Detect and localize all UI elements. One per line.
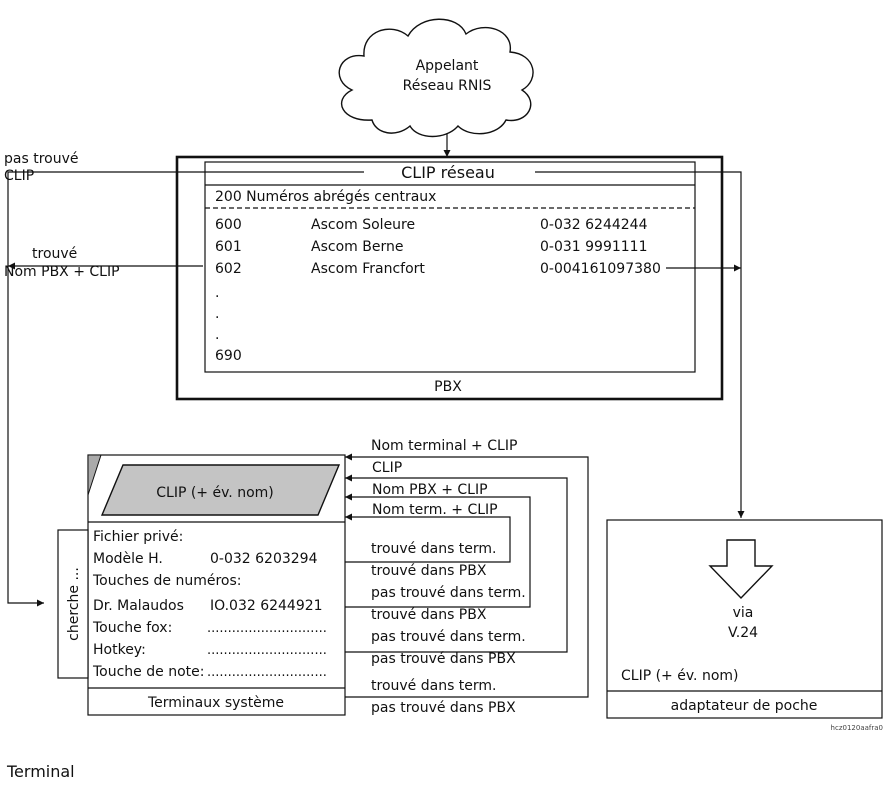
result-label: trouvé dans PBX xyxy=(371,563,487,579)
terminal-row-dots: ............................. xyxy=(207,621,327,636)
flow-line-not-found-term xyxy=(345,474,568,653)
pbx-outer-frame xyxy=(175,155,724,401)
not-found-clip-line xyxy=(7,171,364,607)
terminal-row-value: IO.032 6244921 xyxy=(210,598,323,614)
clip-reseau-title: CLIP réseau xyxy=(401,163,495,182)
terminal-row-label: Fichier privé: xyxy=(93,529,183,545)
flow-label-name-terminal-clip: Nom terminal + CLIP xyxy=(371,438,517,454)
flow-label-term-name-clip: Nom term. + CLIP xyxy=(372,502,498,518)
system-terminal: CLIP (+ év. nom) cherche ... Fichier pri… xyxy=(57,454,346,716)
caller-cloud: Appelant Réseau RNIS xyxy=(338,18,534,138)
down-arrow-icon xyxy=(708,539,774,600)
adapter-via: via xyxy=(733,605,754,621)
clip-to-adapter-line xyxy=(535,171,745,518)
flow-line-found-term xyxy=(345,513,511,563)
pbx-box: CLIP réseau 200 Numéros abrégés centraux… xyxy=(175,155,724,401)
not-found-label: pas trouvé xyxy=(4,151,78,167)
directory-title: 200 Numéros abrégés centraux xyxy=(215,189,436,205)
terminal-row-label: Hotkey: xyxy=(93,642,146,658)
cloud-line-1: Appelant xyxy=(416,58,479,74)
cloud-shape xyxy=(338,18,534,138)
search-bracket xyxy=(57,529,89,679)
entry-name: Ascom Francfort xyxy=(311,261,425,277)
terminal-row-label: Dr. Malaudos xyxy=(93,598,184,614)
result-label: pas trouvé dans term. xyxy=(371,629,526,645)
result-label: pas trouvé dans term. xyxy=(371,585,526,601)
ellipsis-dot: . xyxy=(215,327,219,343)
terminal-footer: Terminaux système xyxy=(147,695,284,711)
entry-name: Ascom Berne xyxy=(311,239,403,255)
cloud-line-2: Réseau RNIS xyxy=(403,78,492,94)
found-label: trouvé xyxy=(32,246,77,262)
entry-num: 601 xyxy=(215,239,242,255)
flow-label-clip: CLIP xyxy=(372,460,402,476)
adapter-footer: adaptateur de poche xyxy=(671,698,818,714)
adapter-clip: CLIP (+ év. nom) xyxy=(621,668,739,684)
terminal-corner-bevel xyxy=(87,454,102,496)
terminal-row-dots: ............................. xyxy=(207,665,327,680)
terminal-row-label: Touche de note: xyxy=(92,664,204,680)
entry-phone: 0-032 6244244 xyxy=(540,217,648,233)
pbx-inner-frame xyxy=(204,161,696,373)
terminal-row-value: 0-032 6203294 xyxy=(210,551,318,567)
pocket-adapter: via V.24 CLIP (+ év. nom) adaptateur de … xyxy=(606,519,883,719)
flow-line-not-found-pbx xyxy=(345,453,589,698)
flow-line-found-pbx xyxy=(345,493,531,608)
caption: Terminal xyxy=(6,762,75,781)
result-label: pas trouvé dans PBX xyxy=(371,700,516,716)
result-label: trouvé dans PBX xyxy=(371,607,487,623)
terminal-row-dots: ............................. xyxy=(207,643,327,658)
entry-num: 602 xyxy=(215,261,242,277)
pbx-label: PBX xyxy=(434,379,462,395)
ellipsis-dot: . xyxy=(215,306,219,322)
result-label: pas trouvé dans PBX xyxy=(371,651,516,667)
terminal-row-label: Modèle H. xyxy=(93,551,163,567)
terminal-row-label: Touche fox: xyxy=(92,620,172,636)
search-label: cherche ... xyxy=(66,567,82,641)
entry-name: Ascom Soleure xyxy=(311,217,415,233)
display-text: CLIP (+ év. nom) xyxy=(156,485,274,501)
entry-phone: 0-004161097380 xyxy=(540,261,661,277)
flow-label-pbx-name-clip: Nom PBX + CLIP xyxy=(372,482,488,498)
terminal-row-label: Touches de numéros: xyxy=(92,573,242,589)
ellipsis-dot: . xyxy=(215,285,219,301)
found-pbx-clip-label: Nom PBX + CLIP xyxy=(4,264,120,280)
figure-code: hcz0120aafra0 xyxy=(831,724,883,732)
result-label: trouvé dans term. xyxy=(371,678,497,694)
result-label: trouvé dans term. xyxy=(371,541,497,557)
entry-phone: 0-031 9991111 xyxy=(540,239,647,255)
entry-num-last: 690 xyxy=(215,348,242,364)
display-screen xyxy=(100,464,341,516)
entry-num: 600 xyxy=(215,217,242,233)
adapter-v24: V.24 xyxy=(728,625,758,641)
